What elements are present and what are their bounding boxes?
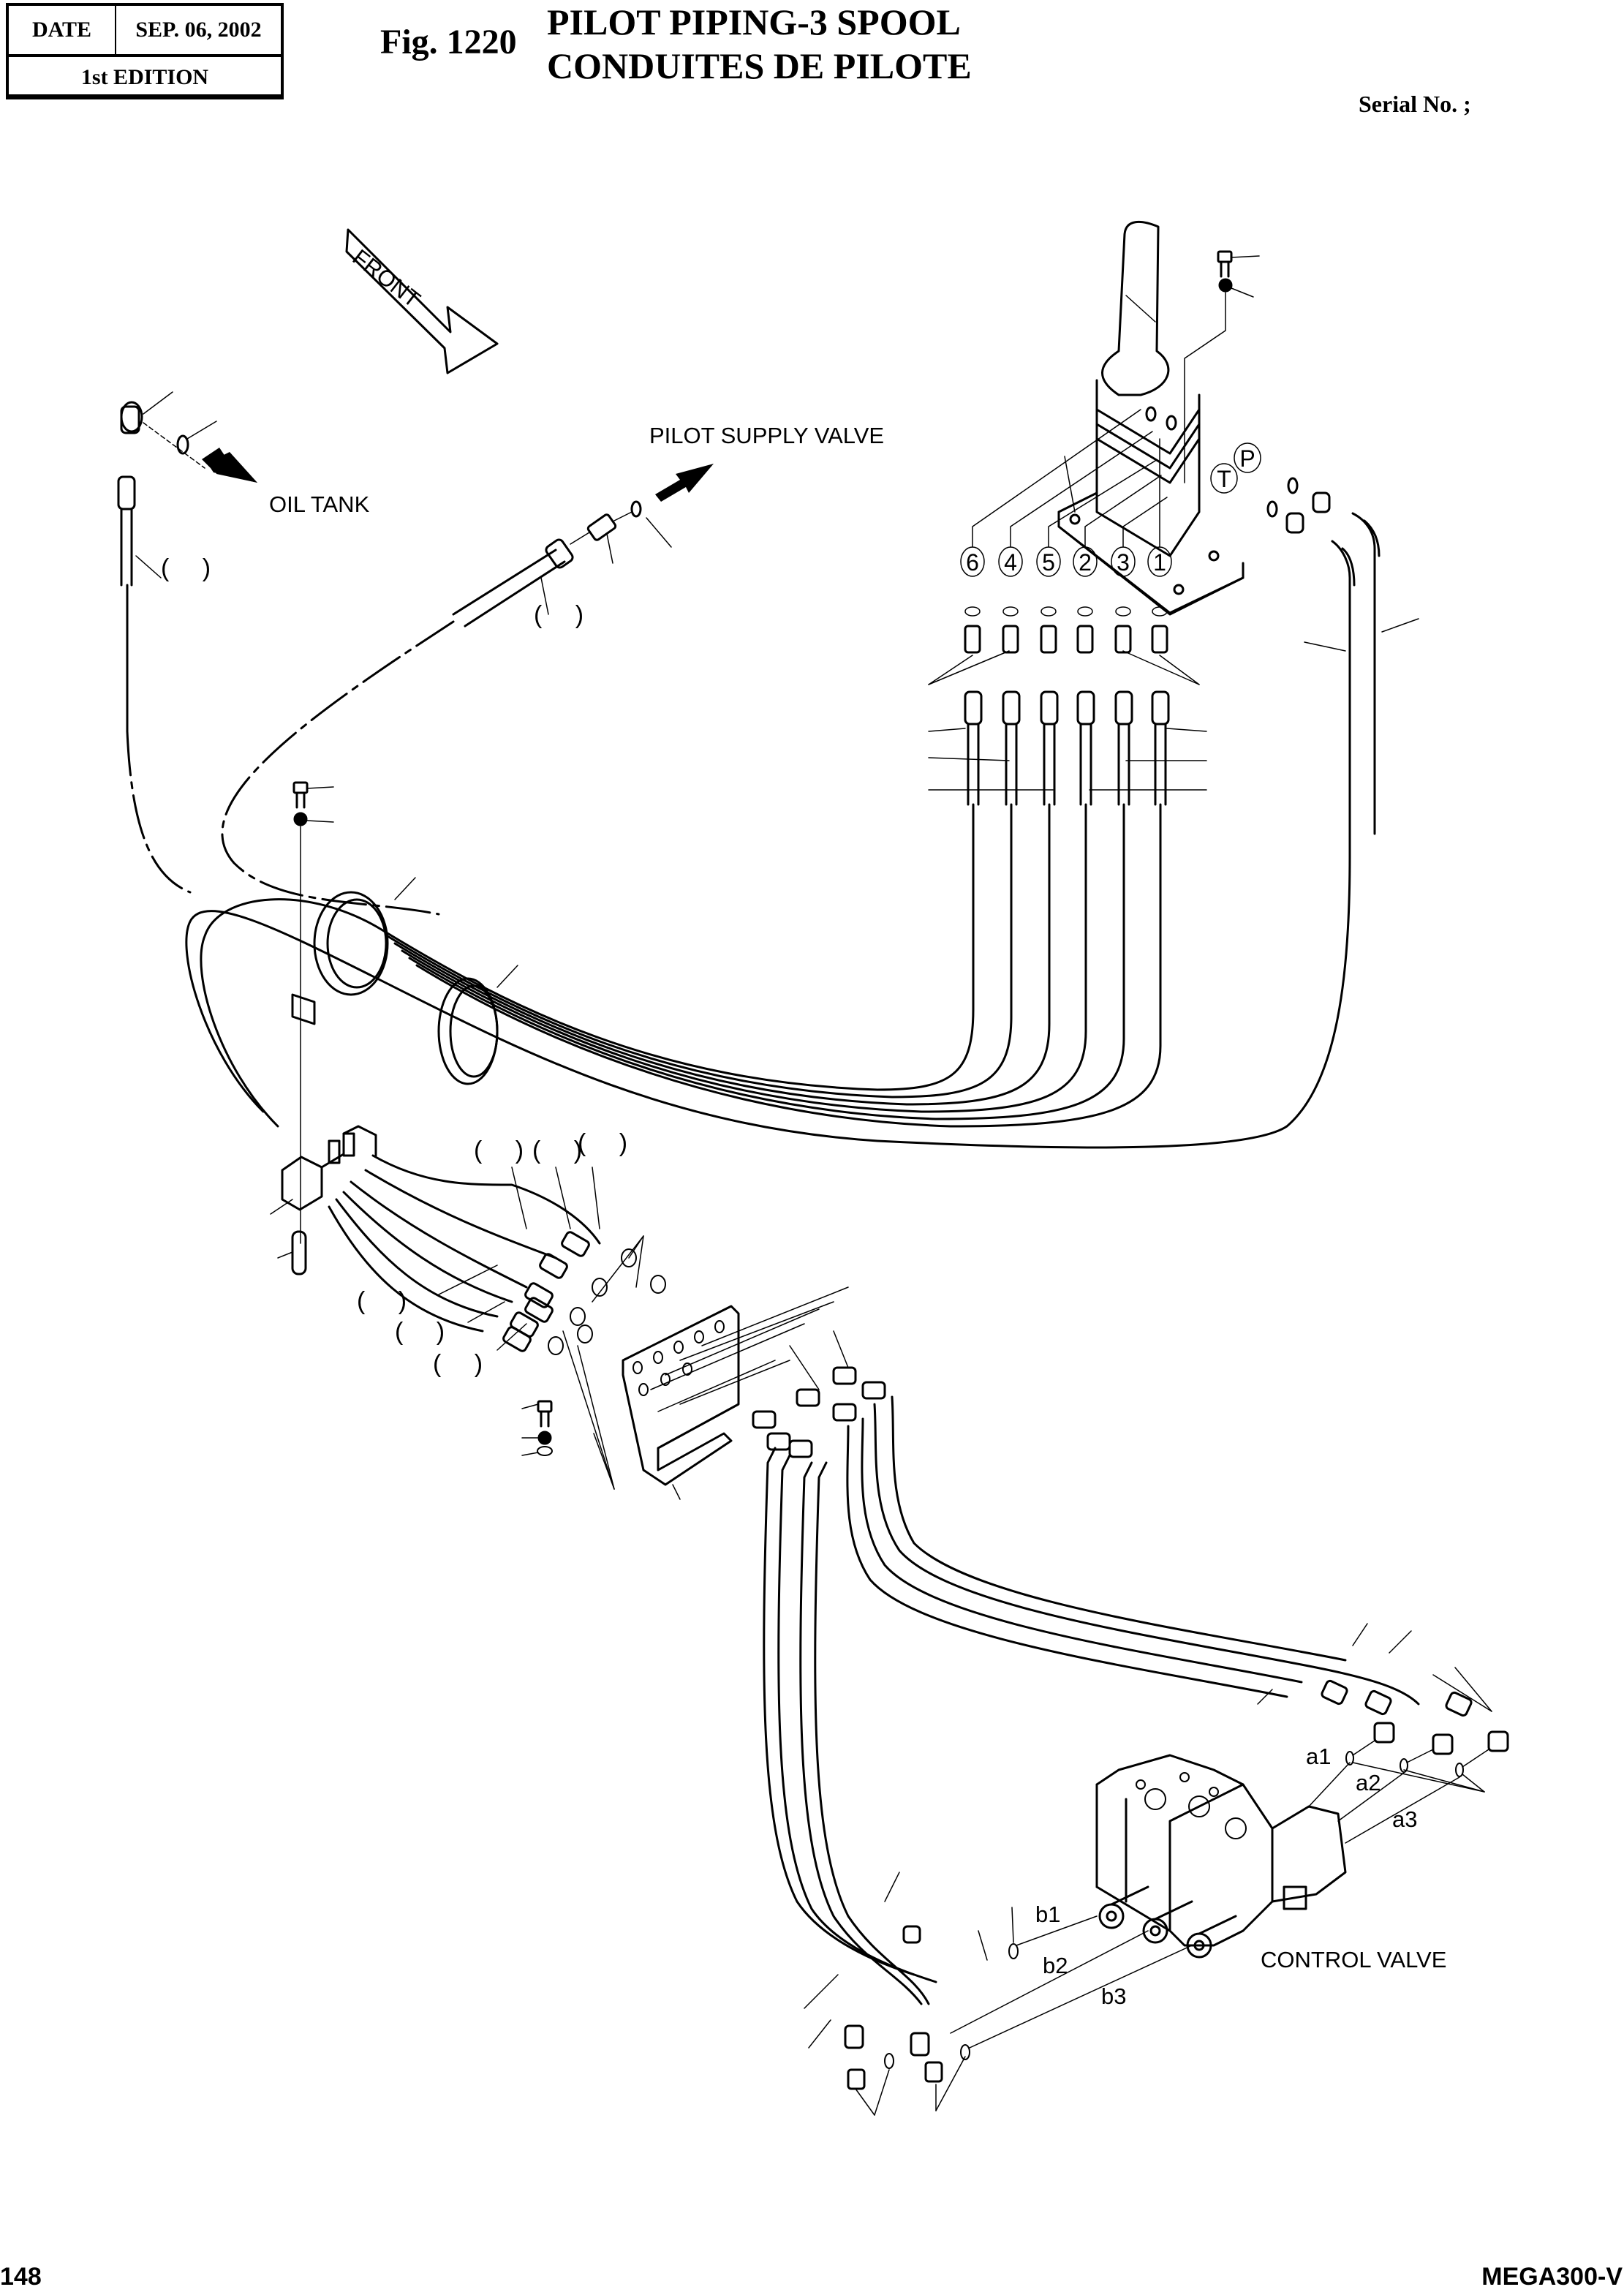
pilot-supply-hose-qty: ( ) [534,601,597,629]
pilot-supply-hose [221,500,672,916]
b-port-fittings [804,1872,1193,2116]
port-a2-label: a2 [1356,1770,1381,1795]
a-port-hose-ends [1321,1679,1473,1717]
hose-qty-1: ( ) [474,1137,537,1164]
date-row: DATE SEP. 06, 2002 [9,6,281,57]
oil-tank-elbow-fitting [120,391,217,469]
port-6-marker: 6 [960,546,985,577]
port-5-marker: 5 [1036,546,1061,577]
port-t-marker: T [1210,463,1238,494]
port-p-marker: P [1234,442,1261,473]
svg-text:T: T [1217,466,1231,492]
hose-qty-3: ( ) [578,1129,641,1157]
valve-side-hoses [752,1330,1420,2005]
hose-qty-4: ( ) [357,1287,420,1315]
port-4-marker: 4 [998,546,1023,577]
control-valve [1095,1754,1347,1959]
pilot-hose-bundle [200,606,1207,1128]
port-a3-label: a3 [1392,1806,1417,1832]
drain-hose-qty: ( ) [161,554,224,582]
edition-label: 1st EDITION [80,64,209,89]
port-b1-label: b1 [1035,1902,1060,1927]
hose-clamp-2 [437,965,518,1085]
port-3-marker: 3 [1111,546,1136,577]
svg-text:4: 4 [1004,549,1017,576]
date-edition-box: DATE SEP. 06, 2002 1st EDITION [6,3,284,99]
front-arrow-icon: FRONT [345,228,499,374]
svg-text:3: 3 [1117,549,1130,576]
drain-hose [117,475,192,894]
hose-clip-block [270,1125,377,1275]
port-b3-label: b3 [1101,1983,1126,2009]
hose-qty-2: ( ) [532,1137,595,1164]
serial-number-label: Serial No. ; [1359,91,1471,117]
hose-qty-5: ( ) [395,1318,458,1346]
figure-number: Fig. 1220 [380,23,517,61]
svg-text:5: 5 [1042,549,1055,576]
page-number: 148 [0,2263,42,2291]
front-label: FRONT [348,244,426,312]
date-label: DATE [9,6,116,54]
hose-clamp-1 [291,877,416,1025]
page-title: PILOT PIPING-3 SPOOL [547,1,961,42]
svg-text:P: P [1239,445,1255,472]
page-subtitle: CONDUITES DE PILOTE [547,45,972,86]
a-port-fittings [1308,1667,1509,1844]
pilot-supply-label: PILOT SUPPLY VALVE [649,423,884,448]
control-valve-label: CONTROL VALVE [1261,1947,1446,1972]
svg-text:6: 6 [966,549,979,576]
svg-text:2: 2 [1079,549,1092,576]
date-value: SEP. 06, 2002 [135,18,262,42]
hose-qty-6: ( ) [433,1350,496,1378]
clamp-bolt [292,781,334,1244]
svg-text:1: 1 [1153,549,1166,576]
bulkhead-bracket [521,1286,849,1500]
numbered-ports: 6 4 5 2 3 1 [960,409,1172,577]
port-1-marker: 1 [1147,546,1172,577]
pt-hoses [185,477,1419,1149]
model-name: MEGA300-V [1481,2263,1623,2291]
port-b2-label: b2 [1043,1953,1068,1978]
pilot-supply-arrow-icon [655,464,714,502]
port-a1-label: a1 [1306,1744,1331,1769]
port-2-marker: 2 [1073,546,1098,577]
oil-tank-label: OIL TANK [269,491,370,517]
middle-hose-group [328,1154,666,1355]
